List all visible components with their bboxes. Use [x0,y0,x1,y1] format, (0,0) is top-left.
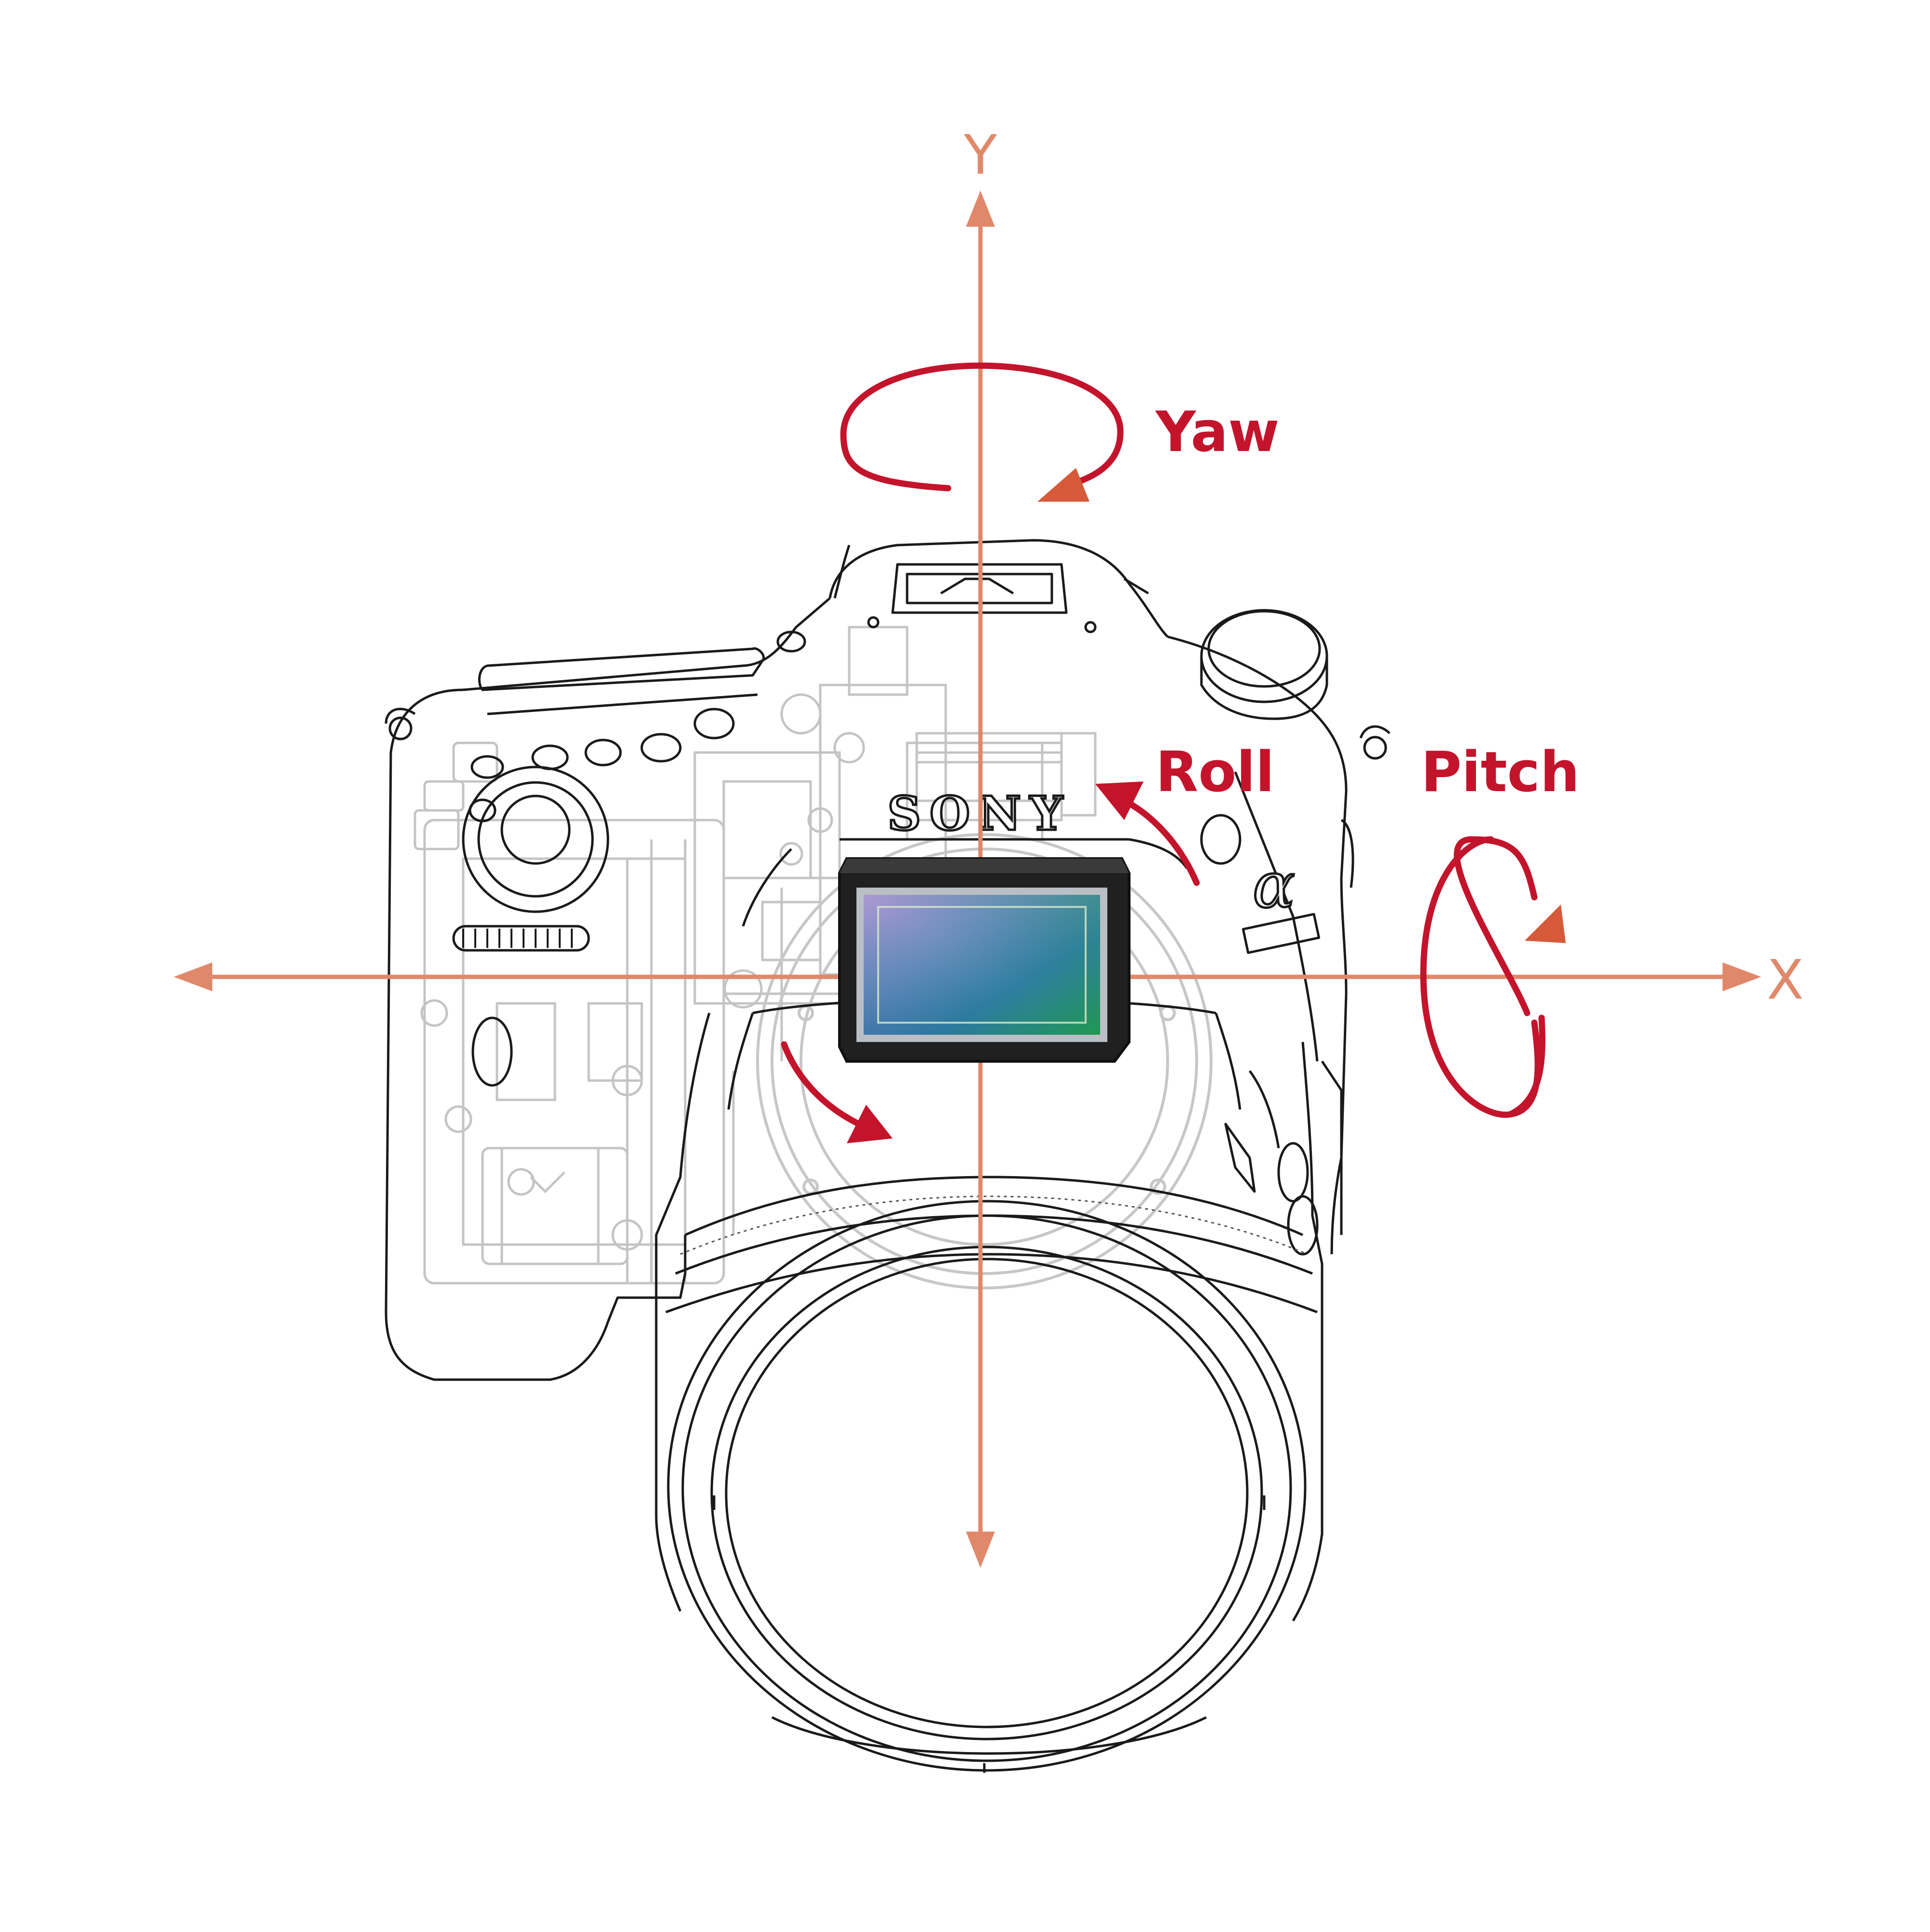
y-axis-arrow-up-icon [966,191,995,227]
x-axis-arrow-right-icon [1723,962,1761,991]
x-axis-arrow-left-icon [174,962,212,991]
y-axis-label: Y [964,124,997,187]
y-axis-arrow-down-icon [966,1532,995,1568]
x-axis-label: X [1767,949,1804,1012]
yaw-label: Yaw [1155,400,1280,465]
camera-body-outline [385,539,1391,1381]
pitch-rotation-arrow-icon [1420,836,1566,1118]
viewfinder-ghost [915,732,1097,817]
model-alpha-mark: α [1253,849,1295,922]
roll-label: Roll [1156,740,1274,805]
roll-rotation-arrow-icon [781,781,1200,1143]
image-sensor-icon [838,857,1130,1063]
lens-outline [655,997,1323,1773]
yaw-rotation-arrow-icon [840,362,1124,502]
brand-logo: SONY [887,786,1071,841]
pitch-label: Pitch [1421,740,1580,805]
